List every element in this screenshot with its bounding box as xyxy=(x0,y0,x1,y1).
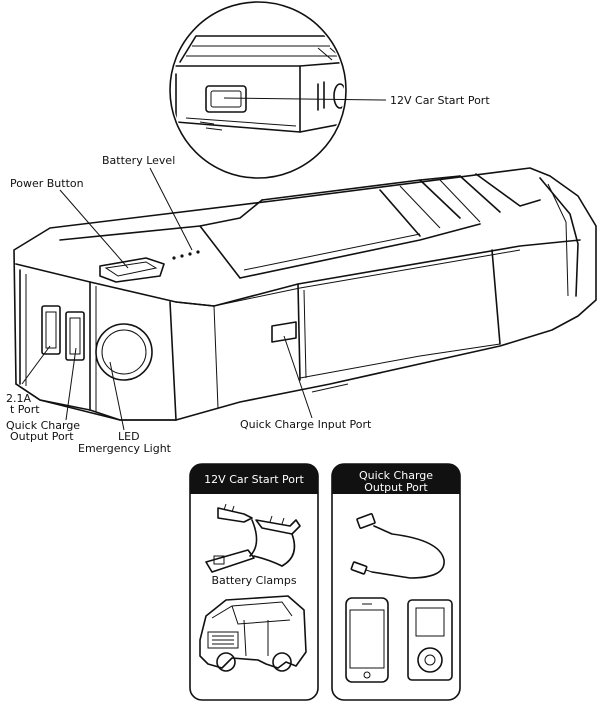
label-21a-line1: 2.1A xyxy=(6,392,31,405)
led-emergency-light xyxy=(95,323,153,381)
panel-quick-charge-title-line1: Quick Charge xyxy=(359,469,433,482)
label-car-start-port: 12V Car Start Port xyxy=(390,94,490,107)
suv-illustration xyxy=(199,595,307,672)
power-button-shape xyxy=(99,257,165,283)
music-player-icon xyxy=(407,599,453,681)
label-led-line2: Emergency Light xyxy=(78,442,172,455)
zoom-detail-circle xyxy=(169,1,347,179)
label-quick-charge-input: Quick Charge Input Port xyxy=(240,418,372,431)
smartphone-icon xyxy=(345,597,389,683)
panel-quick-charge-output: Quick Charge Output Port xyxy=(331,463,461,701)
label-led-line1: LED xyxy=(118,430,140,443)
battery-clamps-caption: Battery Clamps xyxy=(211,574,296,587)
panel-car-start-title: 12V Car Start Port xyxy=(204,473,304,486)
panel-car-start: 12V Car Start Port Battery Clamps xyxy=(189,463,319,701)
panel-quick-charge-header xyxy=(332,464,460,494)
quick-charge-input-port xyxy=(271,321,297,343)
label-quick-charge-output-line2: Output Port xyxy=(10,430,74,443)
car-start-port-detail xyxy=(205,85,247,113)
label-battery-level: Battery Level xyxy=(102,154,175,167)
jump-starter-body xyxy=(13,167,597,421)
label-quick-charge-output-line1: Quick Charge xyxy=(6,419,80,432)
callout-leaders xyxy=(21,97,387,431)
usb-port-quick-charge xyxy=(65,311,85,361)
panel-car-start-header xyxy=(190,464,318,494)
label-power-button: Power Button xyxy=(10,177,84,190)
label-21a-line2: t Port xyxy=(10,403,40,416)
usb-port-21a xyxy=(41,305,61,355)
usb-cable-illustration xyxy=(350,513,445,579)
battery-level-indicators xyxy=(172,250,200,260)
panel-quick-charge-title-line2: Output Port xyxy=(364,481,428,494)
battery-clamps-illustration xyxy=(205,503,301,573)
